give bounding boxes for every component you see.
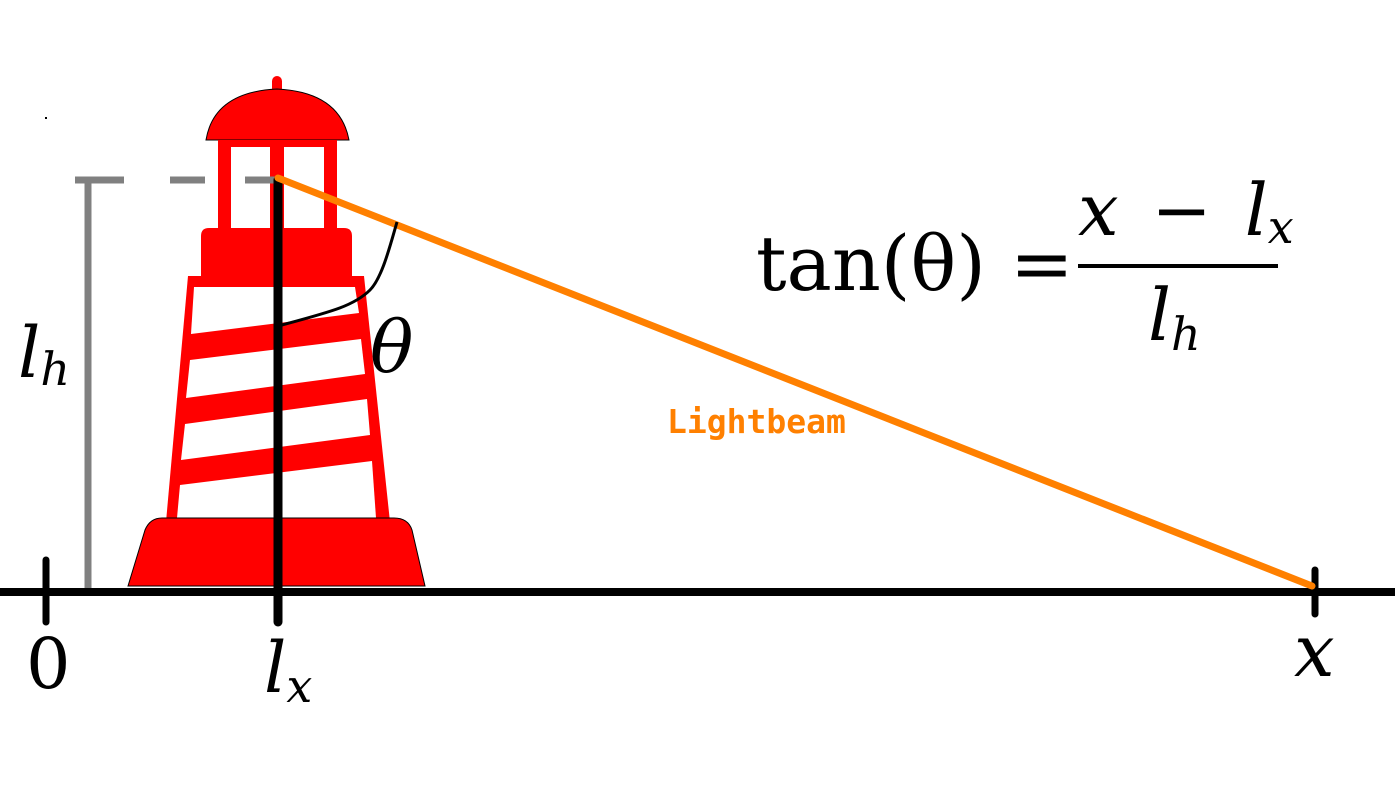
target-position-label: x: [1294, 609, 1335, 693]
equation-lhs: tan(θ) =: [756, 219, 1074, 308]
tan-equation: tan(θ) = x − lx lh: [756, 168, 1294, 361]
equation-denominator: lh: [1148, 273, 1201, 361]
lightbeam-label: Lightbeam: [667, 402, 846, 441]
height-label: lh: [18, 312, 70, 396]
angle-arc: [281, 221, 399, 327]
lighthouse-position-label: lx: [264, 627, 312, 713]
origin-label: 0: [26, 623, 71, 705]
stray-dot: [45, 117, 47, 119]
angle-label: θ: [370, 305, 413, 389]
equation-numerator: x − lx: [1078, 168, 1294, 254]
lighthouse-icon: [127, 76, 426, 587]
height-marker: [75, 176, 278, 588]
lightbeam-line: [274, 174, 1316, 590]
